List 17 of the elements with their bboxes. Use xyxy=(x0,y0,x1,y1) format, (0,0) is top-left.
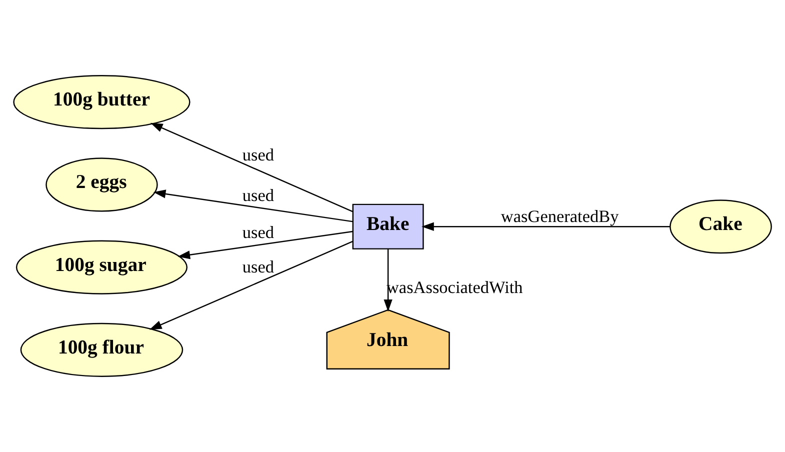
node-ellipse: 100g butter xyxy=(13,75,190,130)
edge-label: wasGeneratedBy xyxy=(500,206,619,226)
edge-label: used xyxy=(242,257,274,276)
arrow xyxy=(422,222,670,231)
arrow xyxy=(149,240,353,330)
edge-label: used xyxy=(242,145,274,164)
arrow xyxy=(153,190,353,222)
arrow xyxy=(150,122,353,212)
arrow xyxy=(384,249,392,312)
node-ellipse: 2 eggs xyxy=(46,158,158,212)
node-ellipse: Cake xyxy=(670,200,772,254)
node-box: Bake xyxy=(352,204,424,250)
edge-label: used xyxy=(242,186,274,205)
node-ellipse: 100g flour xyxy=(20,322,184,377)
arrow xyxy=(178,230,353,260)
edge-label: used xyxy=(242,222,274,242)
node-ellipse: 100g sugar xyxy=(16,240,188,294)
